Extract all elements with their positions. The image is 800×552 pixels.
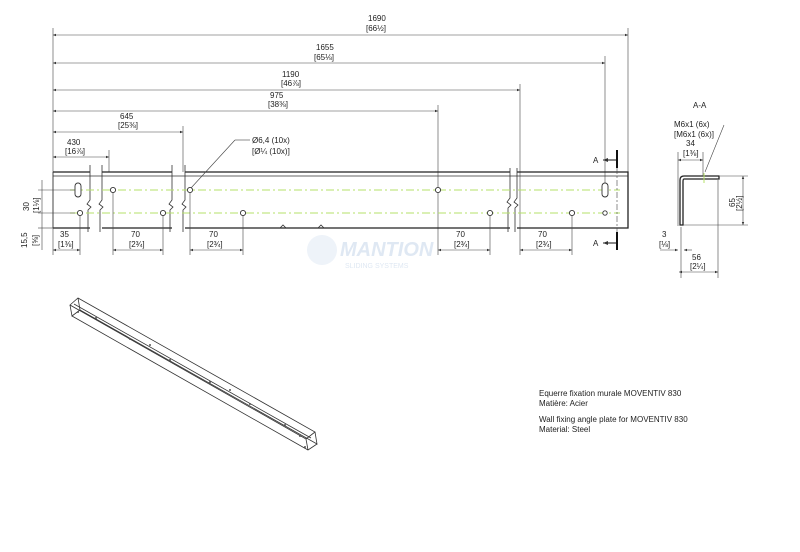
thread-callout-in: [M6x1 (6x)] (674, 130, 714, 139)
dimension-lines (53, 33, 628, 159)
hole-callout-in: [Ø¼ (10x)] (252, 147, 290, 156)
dim-1655: 1655 (316, 43, 334, 52)
dim-65: 65 (728, 198, 737, 207)
note-en-title: Wall fixing angle plate for MOVENTIV 830 (539, 415, 688, 424)
dim-70: 70 (538, 230, 547, 239)
dim-35: 35 (60, 230, 69, 239)
dim-70: 70 (131, 230, 140, 239)
dim-975: 975 (270, 91, 284, 100)
dim-34-in: [1⅜] (683, 149, 699, 158)
extension-lines (52, 28, 629, 255)
watermark-logo: MANTION SLIDING SYSTEMS (307, 235, 434, 270)
dim-70-in: [2¾] (129, 240, 145, 249)
thread-callout: M6x1 (6x) (674, 120, 710, 129)
dim-35-in: [1⅜] (58, 240, 74, 249)
dim-70-in: [2¾] (207, 240, 223, 249)
dim-3-in: [⅛] (659, 240, 670, 249)
dim-975-in: [38⅜] (268, 100, 288, 109)
section-profile (660, 152, 748, 278)
dim-15-5-in: [⅝] (31, 235, 40, 246)
dim-70-in: [2¾] (536, 240, 552, 249)
dim-30-in: [1⅛] (32, 197, 41, 213)
dim-65-in: [2½] (735, 195, 744, 211)
dim-430: 430 (67, 138, 81, 147)
dim-15-5: 15,5 (20, 232, 29, 248)
hole-callout: Ø6,4 (10x) (252, 136, 290, 145)
dim-1690-in: [66½] (366, 24, 386, 33)
dim-645-in: [25⅜] (118, 121, 138, 130)
bottom-dims (53, 192, 573, 255)
title-notes: Equerre fixation murale MOVENTIV 830 Mat… (539, 389, 688, 441)
section-marker-bottom: A (593, 239, 599, 248)
part-front-view (52, 165, 629, 232)
dim-70: 70 (456, 230, 465, 239)
section-title: A-A (693, 101, 707, 110)
dim-56: 56 (692, 253, 701, 262)
note-fr-title: Equerre fixation murale MOVENTIV 830 (539, 389, 682, 398)
dim-1690: 1690 (368, 14, 386, 23)
dim-645: 645 (120, 112, 134, 121)
vertical-dims (38, 180, 75, 250)
note-fr-material: Matière: Acier (539, 399, 588, 408)
dim-30: 30 (22, 202, 31, 211)
dim-70-in: [2¾] (454, 240, 470, 249)
dim-3: 3 (662, 230, 667, 239)
svg-text:SLIDING SYSTEMS: SLIDING SYSTEMS (345, 263, 409, 270)
dim-1190: 1190 (282, 70, 300, 79)
isometric-view (69, 297, 318, 451)
dim-34: 34 (686, 139, 695, 148)
dim-1655-in: [65⅛] (314, 53, 334, 62)
dim-1190-in: [46⅞] (281, 79, 301, 88)
dim-430-in: [16⅞] (65, 147, 85, 156)
section-marker-top: A (593, 156, 599, 165)
note-en-material: Material: Steel (539, 425, 591, 434)
dim-70: 70 (209, 230, 218, 239)
dim-56-in: [2¼] (690, 262, 706, 271)
section-cut-line (603, 150, 618, 250)
svg-text:MANTION: MANTION (340, 239, 434, 261)
